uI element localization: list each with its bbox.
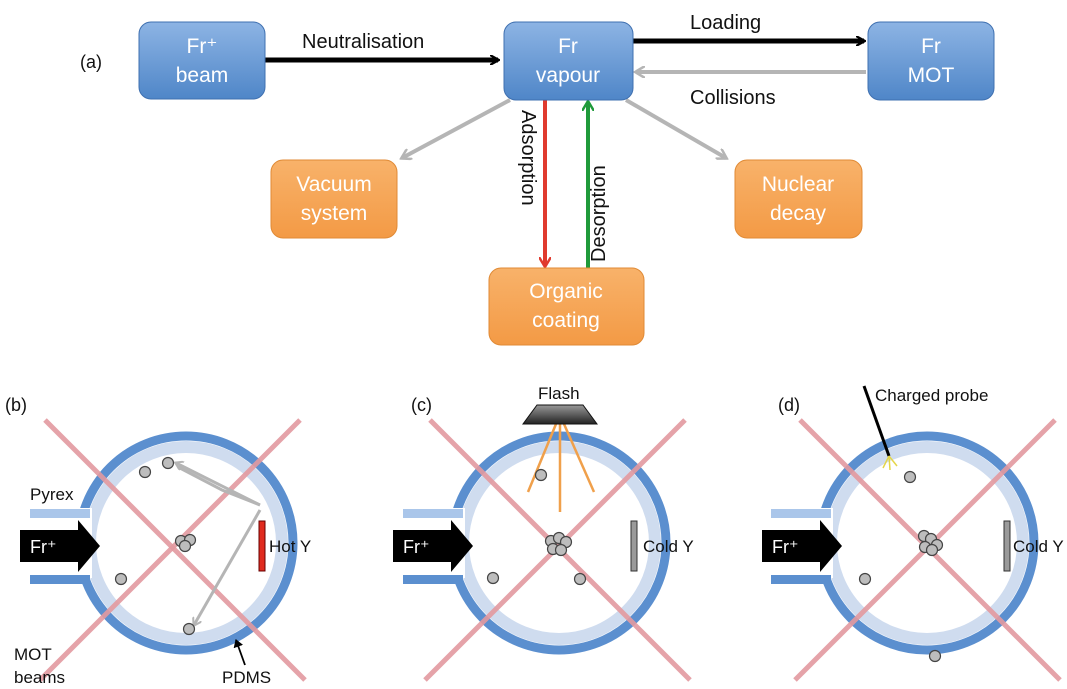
to-vacuum-arrow — [402, 98, 511, 158]
hot-y-label: Hot Y — [269, 537, 311, 556]
fr-beam-box: Fr⁺ beam — [138, 21, 266, 100]
panel-c: (c) Flash F — [393, 384, 694, 682]
fr-vapour-box: Fr vapour — [503, 21, 634, 101]
panel-a: (a) Neutralisation Loading Collisions Ad… — [80, 12, 995, 346]
fr-mot-line2: MOT — [908, 64, 955, 87]
spark-icon — [882, 455, 898, 471]
panel-d: (d) Charged probe — [762, 385, 1064, 682]
charged-probe-label: Charged probe — [875, 386, 988, 405]
to-decay-arrow — [624, 98, 726, 158]
atoms-c — [486, 468, 587, 586]
fr-plus-arrow-c: Fr⁺ — [393, 520, 473, 572]
atoms-b — [114, 456, 197, 636]
mot-beam-2 — [38, 418, 302, 682]
fr-mot-line1: Fr — [921, 35, 941, 58]
neutralisation-label: Neutralisation — [302, 31, 424, 53]
fr-plus-arrow-d: Fr⁺ — [762, 520, 842, 572]
fr-plus-label-b: Fr⁺ — [30, 537, 57, 557]
cold-y-target-c — [630, 520, 638, 572]
fr-plus-arrow-b: Fr⁺ — [20, 520, 100, 572]
organic-line2: coating — [532, 309, 600, 332]
adsorption-label: Adsorption — [517, 110, 539, 206]
pdms-pointer — [233, 639, 246, 666]
fr-plus-label-c: Fr⁺ — [403, 537, 430, 557]
vacuum-line2: system — [301, 202, 368, 225]
bounce-arrow-down — [194, 509, 262, 625]
organic-coating-box: Organic coating — [488, 267, 645, 346]
panel-b-label: (b) — [5, 395, 27, 415]
nuclear-line2: decay — [770, 202, 827, 225]
flash-lamp-icon — [522, 404, 598, 425]
mot-label-1: MOT — [14, 645, 52, 664]
panel-d-label: (d) — [778, 395, 800, 415]
hot-y-target — [258, 520, 266, 572]
loading-label: Loading — [690, 12, 761, 34]
fr-vapour-line1: Fr — [558, 35, 578, 58]
mot-label-2: beams — [14, 668, 65, 687]
flash-label: Flash — [538, 384, 580, 403]
panel-c-label: (c) — [411, 395, 432, 415]
pdms-label: PDMS — [222, 668, 271, 687]
bounce-arrow-up — [176, 463, 261, 507]
fr-plus-label-d: Fr⁺ — [772, 537, 799, 557]
fr-beam-line1: Fr⁺ — [187, 35, 218, 58]
cold-y-target-d — [1003, 520, 1011, 572]
fr-vapour-line2: vapour — [536, 64, 600, 87]
organic-line1: Organic — [529, 280, 603, 303]
vacuum-system-box: Vacuum system — [270, 159, 398, 239]
panel-a-label: (a) — [80, 52, 102, 72]
charged-probe — [862, 385, 891, 457]
cold-y-label-d: Cold Y — [1013, 537, 1064, 556]
atoms-d — [858, 470, 944, 663]
fr-beam-line2: beam — [176, 64, 229, 87]
mot-beam-1 — [43, 418, 307, 682]
flash-rays — [526, 423, 596, 512]
nuclear-decay-box: Nuclear decay — [734, 159, 863, 239]
panel-b: (b) Fr⁺ H — [5, 395, 311, 687]
vacuum-line1: Vacuum — [296, 173, 371, 196]
collisions-label: Collisions — [690, 87, 776, 109]
desorption-label: Desorption — [588, 165, 610, 262]
cold-y-label-c: Cold Y — [643, 537, 694, 556]
nuclear-line1: Nuclear — [762, 173, 834, 196]
fr-mot-box: Fr MOT — [867, 21, 995, 101]
pyrex-label: Pyrex — [30, 485, 74, 504]
